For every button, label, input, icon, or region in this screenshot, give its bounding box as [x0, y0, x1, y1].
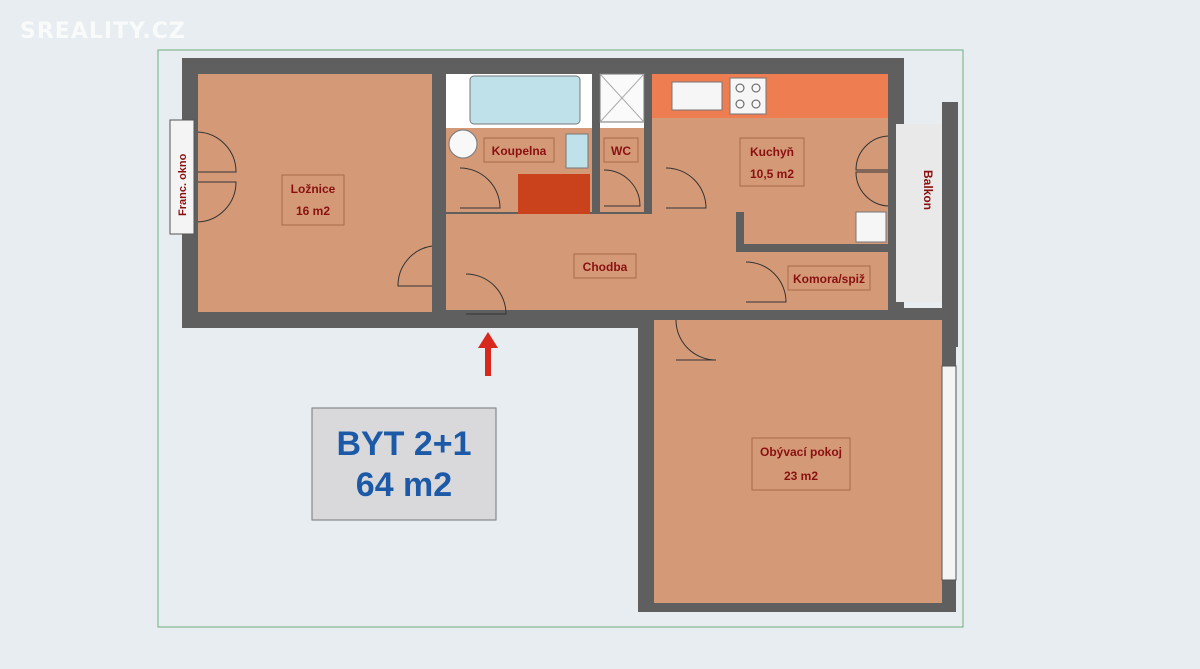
label-loznice: Ložnice 16 m2: [281, 174, 345, 226]
summary-area: 64 m2: [356, 466, 452, 504]
window-swing-bottom: [197, 181, 237, 223]
door-komora: [745, 261, 787, 303]
balcony: [896, 124, 942, 302]
obyvaci-area: 23 m2: [784, 469, 818, 483]
shower-diag2: [599, 73, 645, 123]
label-kuchyn: Kuchyň 10,5 m2: [739, 137, 805, 187]
wc-name: WC: [611, 144, 631, 158]
label-chodba: Chodba: [573, 253, 637, 279]
entrance-arrow-head: [478, 332, 498, 348]
french-window: [169, 119, 195, 235]
door-wc: [603, 169, 641, 207]
window-swing-top: [197, 131, 237, 173]
right-wall: [942, 102, 958, 347]
wall-koup-wc: [592, 74, 600, 212]
watermark-logo: SREALITY.CZ: [20, 19, 186, 44]
label-komora: Komora/spiž: [787, 265, 871, 291]
loznice-area: 16 m2: [296, 204, 330, 218]
washing-machine: [448, 129, 478, 159]
stove: [729, 77, 767, 115]
corner-cut: [904, 58, 942, 106]
burner: [751, 99, 761, 109]
living-window: [941, 365, 957, 581]
door-koupelna: [459, 167, 501, 209]
kuchyn-name: Kuchyň: [750, 145, 794, 159]
sink: [565, 133, 589, 169]
bath-mat: [518, 174, 590, 214]
label-koupelna: Koupelna: [483, 137, 555, 163]
label-wc: WC: [603, 137, 639, 163]
wall-kuch-kom: [742, 244, 888, 252]
wall-loz-koup: [432, 74, 446, 244]
summary-box: BYT 2+1 64 m2: [311, 407, 497, 521]
obyvaci-name: Obývací pokoj: [760, 445, 842, 459]
balkon-name: Balkon: [921, 170, 935, 210]
french-window-label: Franc. okno: [177, 153, 189, 216]
door-kuchyn: [665, 167, 707, 209]
chodba-name: Chodba: [583, 260, 628, 274]
bathtub: [469, 75, 581, 125]
label-obyvaci: Obývací pokoj 23 m2: [751, 437, 851, 491]
wall-chodba-obyv: [638, 310, 942, 320]
entrance-arrow-shaft: [485, 346, 491, 376]
kitchen-sink: [671, 81, 723, 111]
summary-type: BYT 2+1: [336, 425, 471, 463]
loznice-name: Ložnice: [291, 182, 336, 196]
fridge: [855, 211, 887, 243]
door-balkon-top: [855, 135, 889, 171]
komora-name: Komora/spiž: [793, 272, 865, 286]
wall-wc-kuch: [644, 74, 652, 212]
burner: [735, 83, 745, 93]
door-obyvaci: [675, 319, 717, 361]
door-entrance: [465, 273, 507, 315]
koupelna-name: Koupelna: [492, 144, 547, 158]
burner: [751, 83, 761, 93]
wall-chodba-right: [736, 212, 744, 252]
burner: [735, 99, 745, 109]
door-balkon-bottom: [855, 171, 889, 207]
door-loznice: [397, 245, 433, 287]
kuchyn-area: 10,5 m2: [750, 167, 794, 181]
